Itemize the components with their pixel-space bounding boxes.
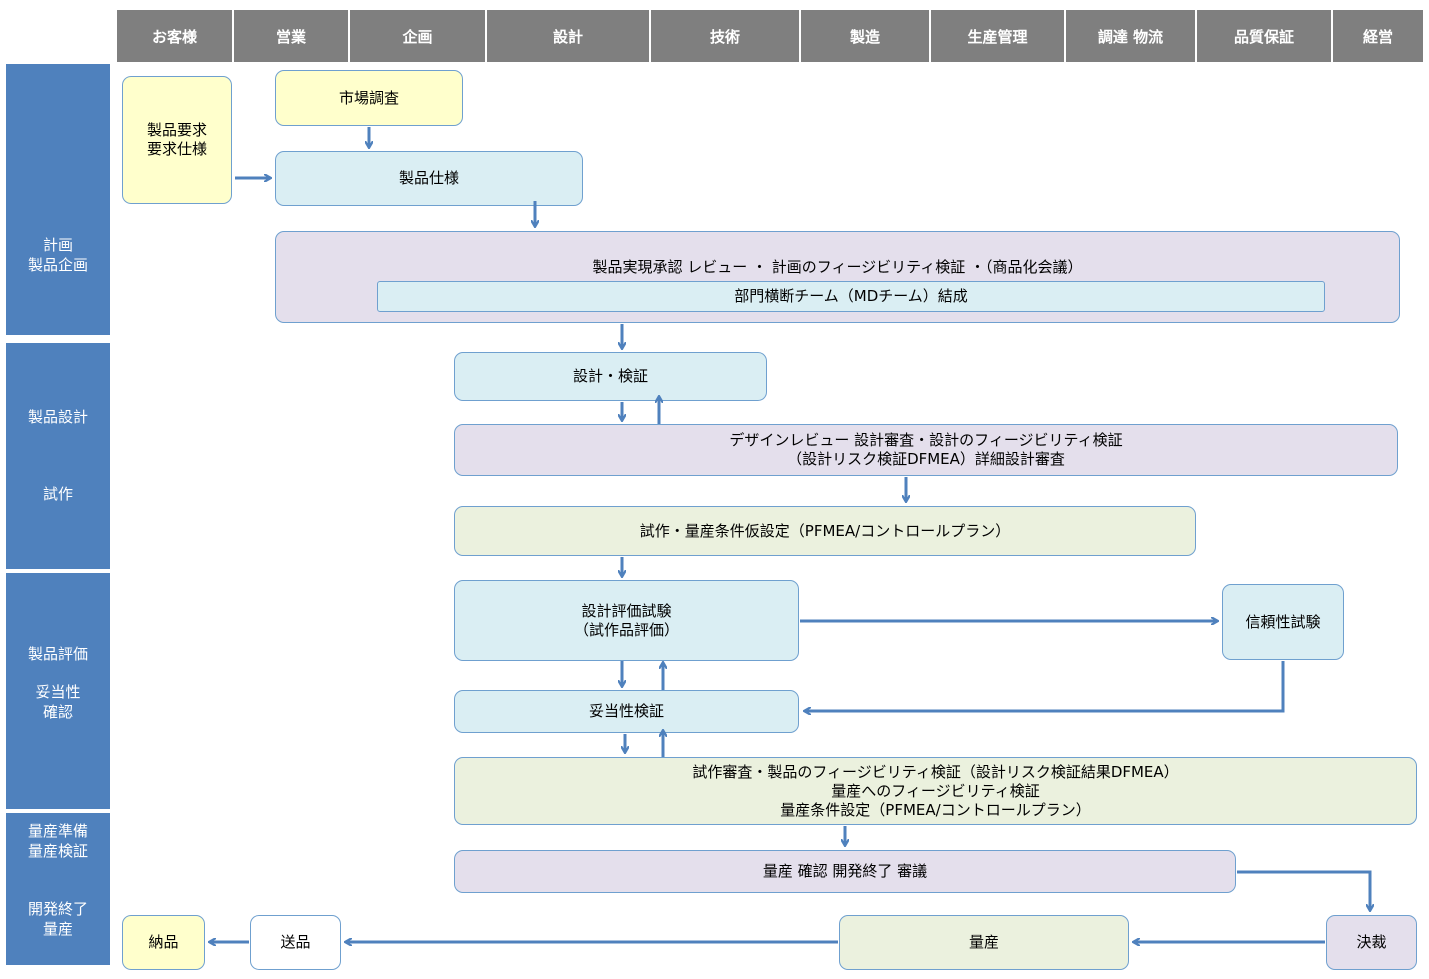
mass-production-text: 量産 — [968, 933, 999, 951]
shipping-box: 送品 — [250, 915, 341, 970]
customer-requirements-text: 製品要求 要求仕様 — [146, 121, 207, 158]
design-verification-text: 設計・検証 — [572, 367, 648, 385]
mass-production-review-box: 量産 確認 開発終了 審議 — [454, 850, 1236, 893]
validation-check-text: 妥当性検証 — [588, 702, 664, 720]
product-spec-text: 製品仕様 — [398, 169, 459, 187]
phase-prototype-label: 試作 — [42, 485, 73, 503]
market-research-text: 市場調査 — [338, 88, 399, 107]
phase-evaluation-label: 製品評価 — [27, 645, 88, 663]
customer-requirements-box: 製品要求 要求仕様 — [122, 76, 232, 204]
column-header-engineering: 技術 — [651, 10, 799, 62]
market-research-box: 市場調査 — [275, 70, 463, 126]
reliability-test-box: 信頼性試験 — [1222, 584, 1344, 660]
decision-text: 決裁 — [1356, 933, 1387, 951]
md-team-text: 部門横断チーム（MDチーム）結成 — [734, 287, 968, 305]
phase-mass-prep-end: 量産準備 量産検証 開発終了 量産 — [6, 813, 110, 965]
phase-mass-prep-label: 量産準備 量産検証 — [27, 822, 88, 860]
md-team-box: 部門横断チーム（MDチーム）結成 — [377, 281, 1325, 312]
prototype-conditions-text: 試作・量産条件仮設定（PFMEA/コントロールプラン） — [639, 521, 1011, 540]
phase-validation-label: 妥当性 確認 — [35, 683, 81, 721]
column-header-manufacturing: 製造 — [801, 10, 929, 62]
phase-design-label: 製品設計 — [27, 408, 88, 426]
decision-box: 決裁 — [1326, 915, 1417, 970]
delivery-text: 納品 — [148, 933, 179, 951]
realization-review-text: 製品実現承認 レビュー ・ 計画のフィージビリティ検証 ・（商品化会議） — [592, 258, 1083, 276]
phase-planning-label: 計画 製品企画 — [27, 236, 88, 274]
design-verification-box: 設計・検証 — [454, 352, 767, 401]
mass-production-review-text: 量産 確認 開発終了 審議 — [762, 862, 928, 880]
phase-planning: 計画 製品企画 — [6, 64, 110, 335]
mass-production-box: 量産 — [839, 915, 1129, 970]
column-header-procurement-logistics: 調達 物流 — [1066, 10, 1195, 62]
design-eval-test-text: 設計評価試験 （試作品評価） — [573, 601, 679, 639]
column-header-management: 経営 — [1333, 10, 1423, 62]
phase-design-prototype: 製品設計 試作 — [6, 343, 110, 569]
product-spec-box: 製品仕様 — [275, 151, 583, 206]
column-header-customer: お客様 — [117, 10, 232, 62]
column-header-sales: 営業 — [234, 10, 348, 62]
delivery-box: 納品 — [122, 915, 205, 970]
column-header-planning: 企画 — [350, 10, 485, 62]
design-review-text: デザインレビュー 設計審査・設計のフィージビリティ検証 （設計リスク検証DFME… — [729, 431, 1123, 468]
design-review-box: デザインレビュー 設計審査・設計のフィージビリティ検証 （設計リスク検証DFME… — [454, 424, 1398, 476]
prototype-review-box: 試作審査・製品のフィージビリティ検証（設計リスク検証結果DFMEA） 量産へのフ… — [454, 757, 1417, 825]
column-header-production-control: 生産管理 — [931, 10, 1064, 62]
design-eval-test-box: 設計評価試験 （試作品評価） — [454, 580, 799, 661]
validation-check-box: 妥当性検証 — [454, 690, 799, 733]
phase-evaluation-validation: 製品評価 妥当性 確認 — [6, 573, 110, 809]
phase-dev-end-label: 開発終了 量産 — [27, 900, 88, 938]
column-header-design: 設計 — [487, 10, 649, 62]
arrow-mass-review-to-decision — [1237, 870, 1370, 910]
reliability-test-text: 信頼性試験 — [1245, 612, 1321, 631]
column-header-quality-assurance: 品質保証 — [1197, 10, 1331, 62]
prototype-review-text: 試作審査・製品のフィージビリティ検証（設計リスク検証結果DFMEA） 量産へのフ… — [692, 762, 1179, 819]
arrow-reliability-to-validation — [805, 661, 1285, 711]
prototype-conditions-box: 試作・量産条件仮設定（PFMEA/コントロールプラン） — [454, 506, 1196, 556]
shipping-text: 送品 — [280, 933, 311, 951]
